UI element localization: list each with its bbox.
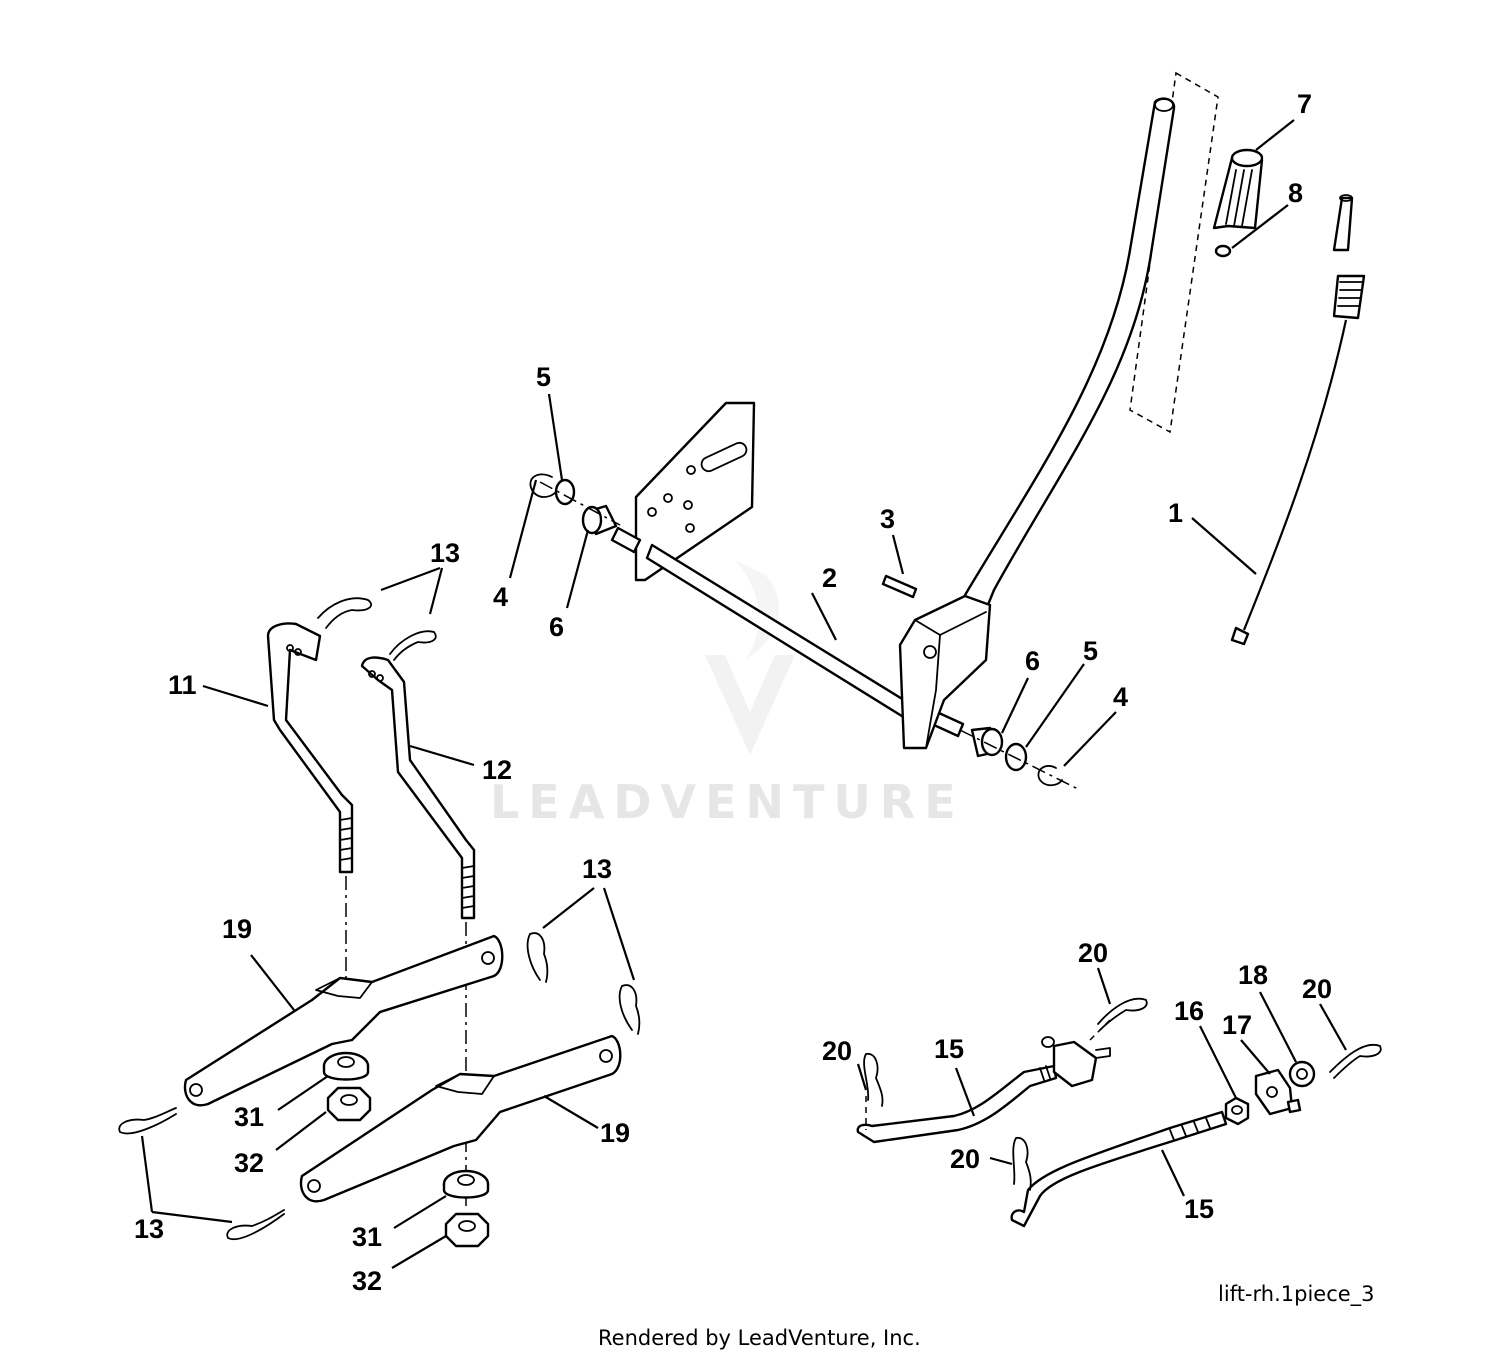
part-12-lift-link <box>360 656 476 920</box>
part-20-hairpin-clip-4 <box>1329 1043 1382 1079</box>
part-11-lift-link <box>266 622 354 874</box>
callout-20-left: 20 <box>822 1036 852 1066</box>
lever-extension-outline <box>1129 71 1219 434</box>
callout-19-upper: 19 <box>222 914 252 944</box>
callout-20-right: 20 <box>1302 974 1332 1004</box>
callout-1: 1 <box>1168 498 1183 528</box>
part-5-washer-right <box>1004 742 1028 772</box>
callout-8: 8 <box>1288 178 1303 208</box>
callout-7: 7 <box>1297 89 1312 119</box>
callout-31-lower: 31 <box>352 1222 382 1252</box>
callout-2: 2 <box>822 563 837 593</box>
part-1-cable <box>1230 194 1366 646</box>
part-18-lock-nut <box>1288 1060 1316 1088</box>
part-4-e-clip-left <box>529 473 557 498</box>
callout-15-upper: 15 <box>934 1034 964 1064</box>
part-15-rod-upper <box>856 1036 1111 1144</box>
callout-3: 3 <box>880 504 895 534</box>
part-20-hairpin-clip-1 <box>863 1053 884 1107</box>
callout-4-right: 4 <box>1113 682 1128 712</box>
callout-5-right: 5 <box>1083 636 1098 666</box>
part-7-handle-grip <box>1212 148 1264 230</box>
part-13-hairpin-clip-2 <box>389 630 437 661</box>
callout-6-right: 6 <box>1025 646 1040 676</box>
callout-6-left: 6 <box>549 612 564 642</box>
part-13-hairpin-clip-6 <box>226 1209 285 1241</box>
part-19-lift-arm-upper <box>183 934 504 1107</box>
watermark-text: LEADVENTURE <box>490 775 965 829</box>
callout-19-lower: 19 <box>600 1118 630 1148</box>
part-13-hairpin-clip-5 <box>118 1107 177 1135</box>
drawing-reference: lift-rh.1piece_3 <box>1218 1282 1375 1307</box>
callout-labels: 1 2 3 4 4 5 5 6 6 7 8 11 12 13 13 13 15 … <box>134 89 1332 1296</box>
leader-lines <box>140 119 1347 1269</box>
callout-15-lower: 15 <box>1184 1194 1214 1224</box>
part-17-trunnion <box>1254 1068 1302 1116</box>
part-6-bushing-right <box>970 726 1004 758</box>
part-13-hairpin-clip-3 <box>526 932 549 983</box>
centerline-left <box>539 481 621 526</box>
part-2-lift-shaft <box>610 97 1176 750</box>
callout-13-bottom: 13 <box>134 1214 164 1244</box>
part-15-rod-lower <box>1010 1110 1228 1228</box>
callout-32-lower: 32 <box>352 1266 382 1296</box>
part-4-e-clip-right <box>1037 765 1063 787</box>
callout-17: 17 <box>1222 1010 1252 1040</box>
callout-20-lower-left: 20 <box>950 1144 980 1174</box>
part-13-hairpin-clip-1 <box>317 597 373 629</box>
part-3-roll-pin <box>881 574 918 599</box>
callout-5-left: 5 <box>536 362 551 392</box>
part-31-spacer-upper <box>322 1051 370 1081</box>
callout-13-top: 13 <box>430 538 460 568</box>
render-credit: Rendered by LeadVenture, Inc. <box>598 1326 921 1350</box>
part-20-hairpin-clip-2 <box>1097 997 1148 1031</box>
centerline-right <box>959 729 1081 791</box>
callout-31-upper: 31 <box>234 1102 264 1132</box>
callout-32-upper: 32 <box>234 1148 264 1178</box>
part-13-hairpin-clip-4 <box>618 984 641 1035</box>
callout-12: 12 <box>482 755 512 785</box>
callout-16: 16 <box>1174 996 1204 1026</box>
callout-13-middle: 13 <box>582 854 612 884</box>
part-16-nut <box>1224 1096 1250 1126</box>
part-31-spacer-lower <box>442 1169 490 1199</box>
part-6-bushing-left <box>581 504 618 536</box>
callout-20-top: 20 <box>1078 938 1108 968</box>
callout-11: 11 <box>168 670 197 700</box>
part-19-lift-arm-lower <box>299 1034 622 1203</box>
callout-4-left: 4 <box>493 582 508 612</box>
part-20-hairpin-clip-3 <box>1012 1137 1032 1191</box>
callout-18: 18 <box>1238 960 1268 990</box>
part-32-nut-lower <box>444 1212 490 1248</box>
watermark-logo-icon <box>705 560 795 755</box>
part-32-nut-upper <box>326 1086 372 1122</box>
part-8-screw <box>1214 244 1232 258</box>
